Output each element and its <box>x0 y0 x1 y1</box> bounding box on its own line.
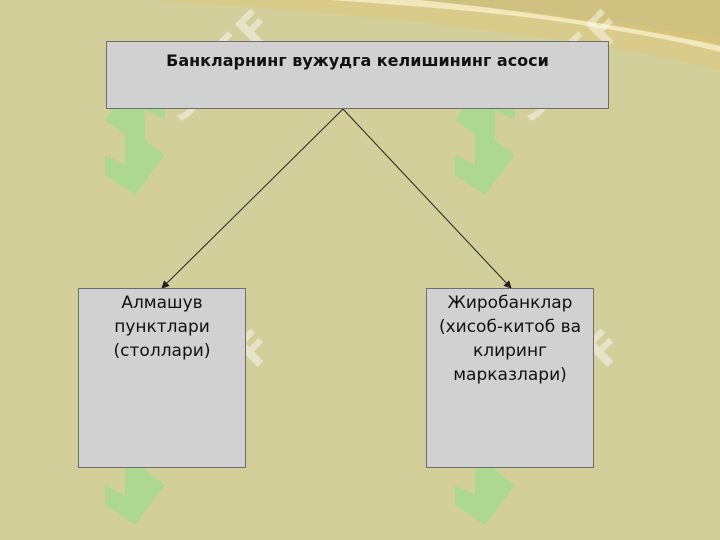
child-node-exchange-points: Алмашув пунктлари (столлари) <box>78 288 246 468</box>
connector-arrow-right <box>342 108 512 289</box>
connector-arrow-left <box>161 108 344 289</box>
child-node-label: Жиробанклар (хисоб-китоб ва клиринг марк… <box>438 293 582 385</box>
root-node: Банкларнинг вужудга келишининг асоси <box>106 41 609 109</box>
child-node-giro-banks: Жиробанклар (хисоб-китоб ва клиринг марк… <box>426 288 594 468</box>
header-swoosh-decoration <box>0 0 720 70</box>
root-node-label: Банкларнинг вужудга келишининг асоси <box>166 51 549 70</box>
child-node-label: Алмашув пунктлари (столлари) <box>113 293 211 361</box>
